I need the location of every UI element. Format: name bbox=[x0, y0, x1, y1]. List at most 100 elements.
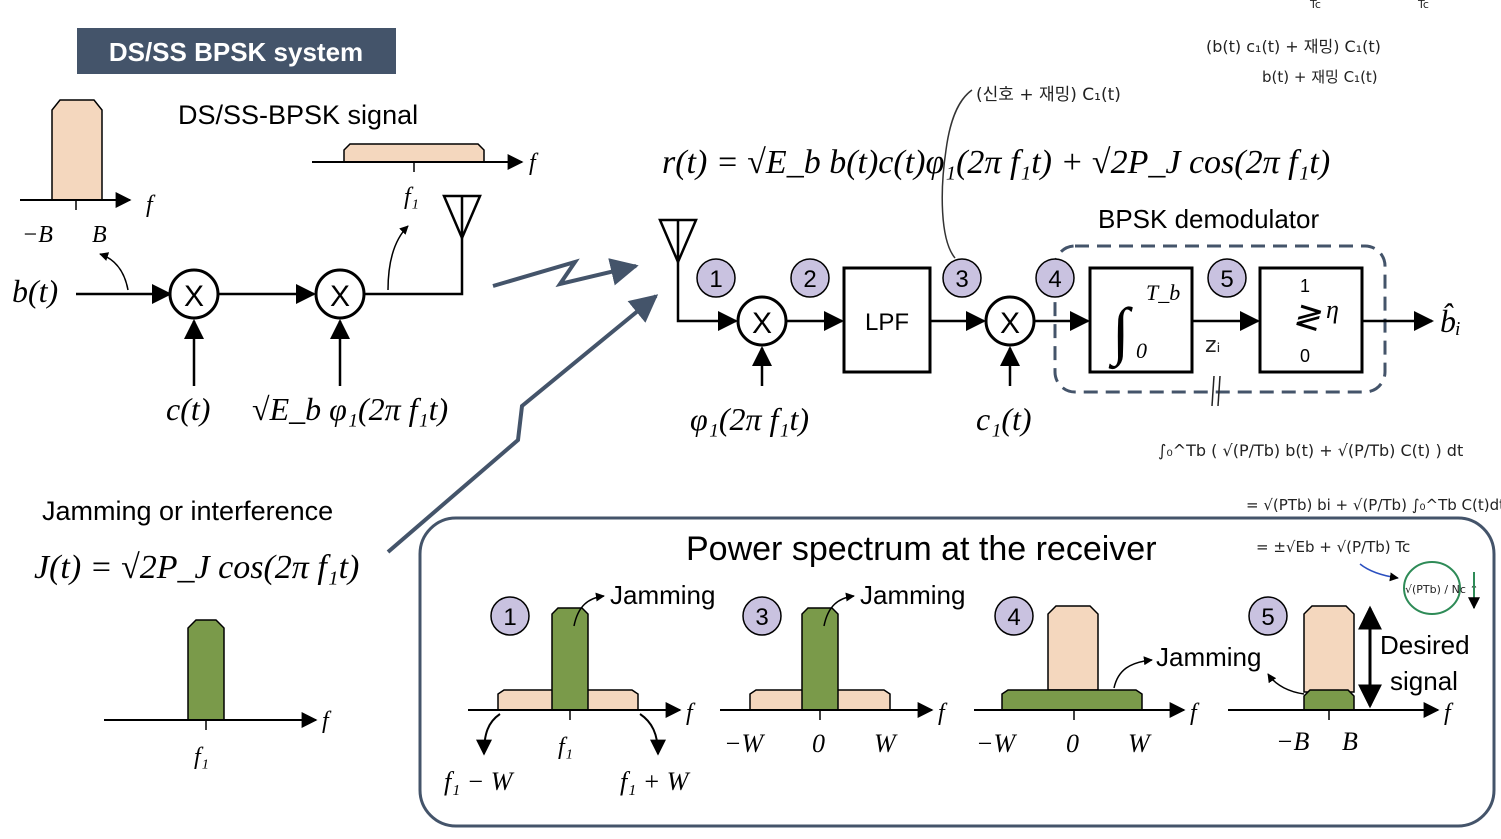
panel3-minusW: −W bbox=[724, 729, 766, 758]
svg-text:3: 3 bbox=[755, 604, 768, 631]
eta-label: η bbox=[1326, 295, 1339, 324]
integrator-upper-limit: T_b bbox=[1146, 280, 1180, 305]
baseband-spectrum: f −B B bbox=[20, 99, 156, 291]
stage-badge-3 bbox=[942, 258, 982, 298]
dsss-f-label: f bbox=[529, 150, 539, 176]
note-connector bbox=[941, 89, 973, 259]
spectrum-panel-5: 5 f −B B Desired signal bbox=[1228, 596, 1470, 756]
decision-block bbox=[1258, 266, 1364, 374]
svg-text:4: 4 bbox=[1048, 266, 1061, 293]
spectrum-title: Power spectrum at the receiver bbox=[686, 530, 1157, 568]
panel5-f-label: f bbox=[1444, 700, 1454, 726]
compare-icon: ≷ bbox=[1292, 299, 1322, 336]
baseband-f-label: f bbox=[146, 192, 156, 218]
dsss-f1-label: f₁ bbox=[404, 184, 419, 210]
note-tc1: Tc bbox=[1309, 0, 1321, 11]
integral-icon: ∫ bbox=[1108, 295, 1133, 370]
panel4-zero: 0 bbox=[1066, 729, 1079, 758]
zi-label: zᵢ bbox=[1205, 333, 1220, 358]
note-a6: = ±√Eb + √(P/Tb) Tc bbox=[1256, 538, 1410, 556]
panel3-f-label: f bbox=[938, 700, 948, 726]
rx-mixer-1-symbol: X bbox=[752, 307, 772, 340]
note-a4: ∫₀^Tb ( √(P/Tb) b(t) + √(P/Tb) C(t) ) dt bbox=[1158, 441, 1463, 460]
bhat-label: b̂ᵢ bbox=[1440, 303, 1461, 339]
panel3-jamming-label: Jamming bbox=[860, 580, 965, 610]
note-a3: b(t) + 재밍 C₁(t) bbox=[1262, 68, 1378, 86]
jamming-source: Jamming or interference J(t) = √2P_J cos… bbox=[34, 496, 359, 770]
bt-label: b(t) bbox=[12, 273, 58, 309]
note-tc2: Tc bbox=[1417, 0, 1429, 11]
spectrum-panel-3: 3 f −W 0 W Jamming bbox=[720, 580, 965, 758]
note-a7: √(PTb) / Nc ↑ bbox=[1405, 583, 1479, 596]
baseband-B-label: B bbox=[92, 222, 107, 248]
transmitter-chain: b(t) X X c(t) √E_b φ₁(2π f₁t) bbox=[12, 194, 482, 427]
panel-badge-1 bbox=[490, 596, 530, 636]
stage-badge-2 bbox=[790, 258, 830, 298]
decision-top-label: 1 bbox=[1300, 276, 1310, 296]
panel1-f1-label: f₁ bbox=[558, 734, 573, 760]
panel4-W: W bbox=[1128, 729, 1152, 758]
svg-text:5: 5 bbox=[1261, 604, 1274, 631]
dsss-spectrum: DS/SS-BPSK signal f f₁ bbox=[178, 100, 539, 210]
desired-label-line2: signal bbox=[1390, 666, 1458, 696]
handwritten-notes: (신호 + 재밍) C₁(t) Tc Tc (b(t) c₁(t) + 재밍) … bbox=[941, 0, 1501, 615]
decision-bottom-label: 0 bbox=[1300, 346, 1310, 366]
dsss-signal-label: DS/SS-BPSK signal bbox=[178, 100, 418, 130]
channel-arrow bbox=[492, 258, 639, 288]
lpf-label: LPF bbox=[865, 309, 909, 336]
stage-badge-4 bbox=[1035, 258, 1075, 298]
panel4-jamming-label: Jamming bbox=[1156, 642, 1261, 672]
spectrum-panel-4: 4 f −W 0 W Jamming bbox=[974, 596, 1261, 758]
bpsk-demodulator-title: BPSK demodulator bbox=[1098, 204, 1319, 234]
svg-text:4: 4 bbox=[1007, 604, 1020, 631]
svg-text:1: 1 bbox=[709, 266, 722, 293]
integrator-lower-limit: 0 bbox=[1136, 338, 1147, 363]
panel-badge-3 bbox=[742, 596, 782, 636]
jamming-equation: J(t) = √2P_J cos(2π f₁t) bbox=[34, 549, 359, 586]
note-a5: = √(PTb) bi + √(P/Tb) ∫₀^Tb C(t)dt bbox=[1246, 496, 1501, 514]
panel4-minusW: −W bbox=[976, 729, 1018, 758]
stage-badge-5 bbox=[1207, 258, 1247, 298]
panel1-f1-minus-W: f₁ − W bbox=[444, 767, 515, 796]
stage-badge-1 bbox=[696, 258, 736, 298]
svg-text:2: 2 bbox=[803, 266, 816, 293]
jam-channel-arrow bbox=[386, 294, 659, 554]
panel3-zero: 0 bbox=[812, 729, 825, 758]
baseband-minusB-label: −B bbox=[22, 222, 53, 248]
desired-label-line1: Desired bbox=[1380, 630, 1470, 660]
rx-antenna-icon bbox=[658, 218, 698, 266]
spectrum-panel-1: 1 f f₁ f₁ − W f₁ + W Jamming bbox=[444, 580, 715, 796]
panel-badge-4 bbox=[994, 596, 1034, 636]
note-a1: (신호 + 재밍) C₁(t) bbox=[976, 85, 1121, 105]
tx-mixer-2-symbol: X bbox=[330, 280, 350, 313]
tx-mixer-1-symbol: X bbox=[184, 280, 204, 313]
jamming-title: Jamming or interference bbox=[42, 496, 333, 526]
page-title: DS/SS BPSK system bbox=[109, 37, 363, 67]
spectrum-frame bbox=[418, 516, 1496, 828]
tx-antenna-icon bbox=[442, 194, 482, 242]
jamming-f1-label: f₁ bbox=[194, 744, 209, 770]
panel5-B: B bbox=[1342, 727, 1358, 756]
panel1-jamming-label: Jamming bbox=[610, 580, 715, 610]
title-banner bbox=[77, 28, 396, 74]
lpf-block bbox=[842, 266, 932, 374]
panel-badge-5 bbox=[1248, 596, 1288, 636]
panel1-f-label: f bbox=[686, 700, 696, 726]
receiver-chain: X φ₁(2π f₁t) LPF X c₁(t) BPSK demodulato… bbox=[658, 204, 1461, 437]
c1-label: c₁(t) bbox=[976, 401, 1032, 437]
phi-label: φ₁(2π f₁t) bbox=[690, 401, 809, 437]
ct-label: c(t) bbox=[166, 391, 210, 427]
panel5-minusB: −B bbox=[1276, 727, 1310, 756]
received-signal-equation: r(t) = √E_b b(t)c(t)φ₁(2π f₁t) + √2P_J c… bbox=[662, 144, 1330, 181]
rx-mixer-2-symbol: X bbox=[1000, 307, 1020, 340]
bpsk-demodulator-frame bbox=[1053, 244, 1387, 394]
note-a2: (b(t) c₁(t) + 재밍) C₁(t) bbox=[1206, 37, 1381, 56]
svg-text:3: 3 bbox=[955, 266, 968, 293]
note-circle bbox=[1403, 561, 1461, 615]
panel1-f1-plus-W: f₁ + W bbox=[620, 767, 691, 796]
svg-text:1: 1 bbox=[503, 604, 516, 631]
jamming-f-label: f bbox=[322, 708, 332, 734]
carrier-label: √E_b φ₁(2π f₁t) bbox=[252, 391, 448, 427]
svg-text:5: 5 bbox=[1220, 266, 1233, 293]
